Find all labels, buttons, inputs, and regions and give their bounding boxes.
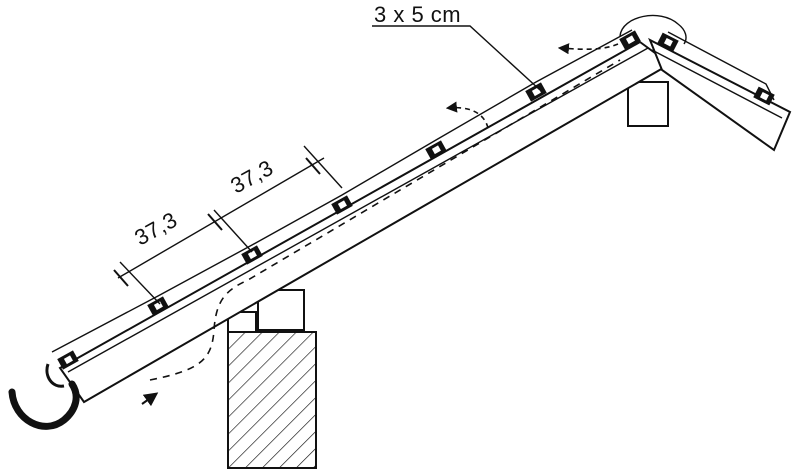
airflow-arrow-icon — [141, 392, 159, 407]
masonry-wall — [227, 311, 317, 469]
counter-battens — [57, 30, 775, 370]
tile-covering-right — [667, 31, 775, 101]
dimension-lines — [113, 145, 343, 305]
right-rafter — [648, 37, 792, 152]
ridge-purlin — [627, 81, 669, 127]
wall-plate — [257, 289, 305, 331]
airflow-arrow-icon — [445, 101, 489, 129]
tile-covering — [51, 29, 633, 353]
airflow-arrow-icon — [557, 43, 619, 55]
gutter-hook — [45, 363, 65, 388]
ridge-circle-icon — [619, 14, 687, 45]
gutter-icon — [8, 380, 80, 430]
leader-line — [372, 25, 541, 91]
batten-size-label: 3 x 5 cm — [374, 2, 461, 27]
spacing-label-2: 37,3 — [226, 155, 277, 199]
spacing-label-1: 37,3 — [130, 207, 181, 251]
